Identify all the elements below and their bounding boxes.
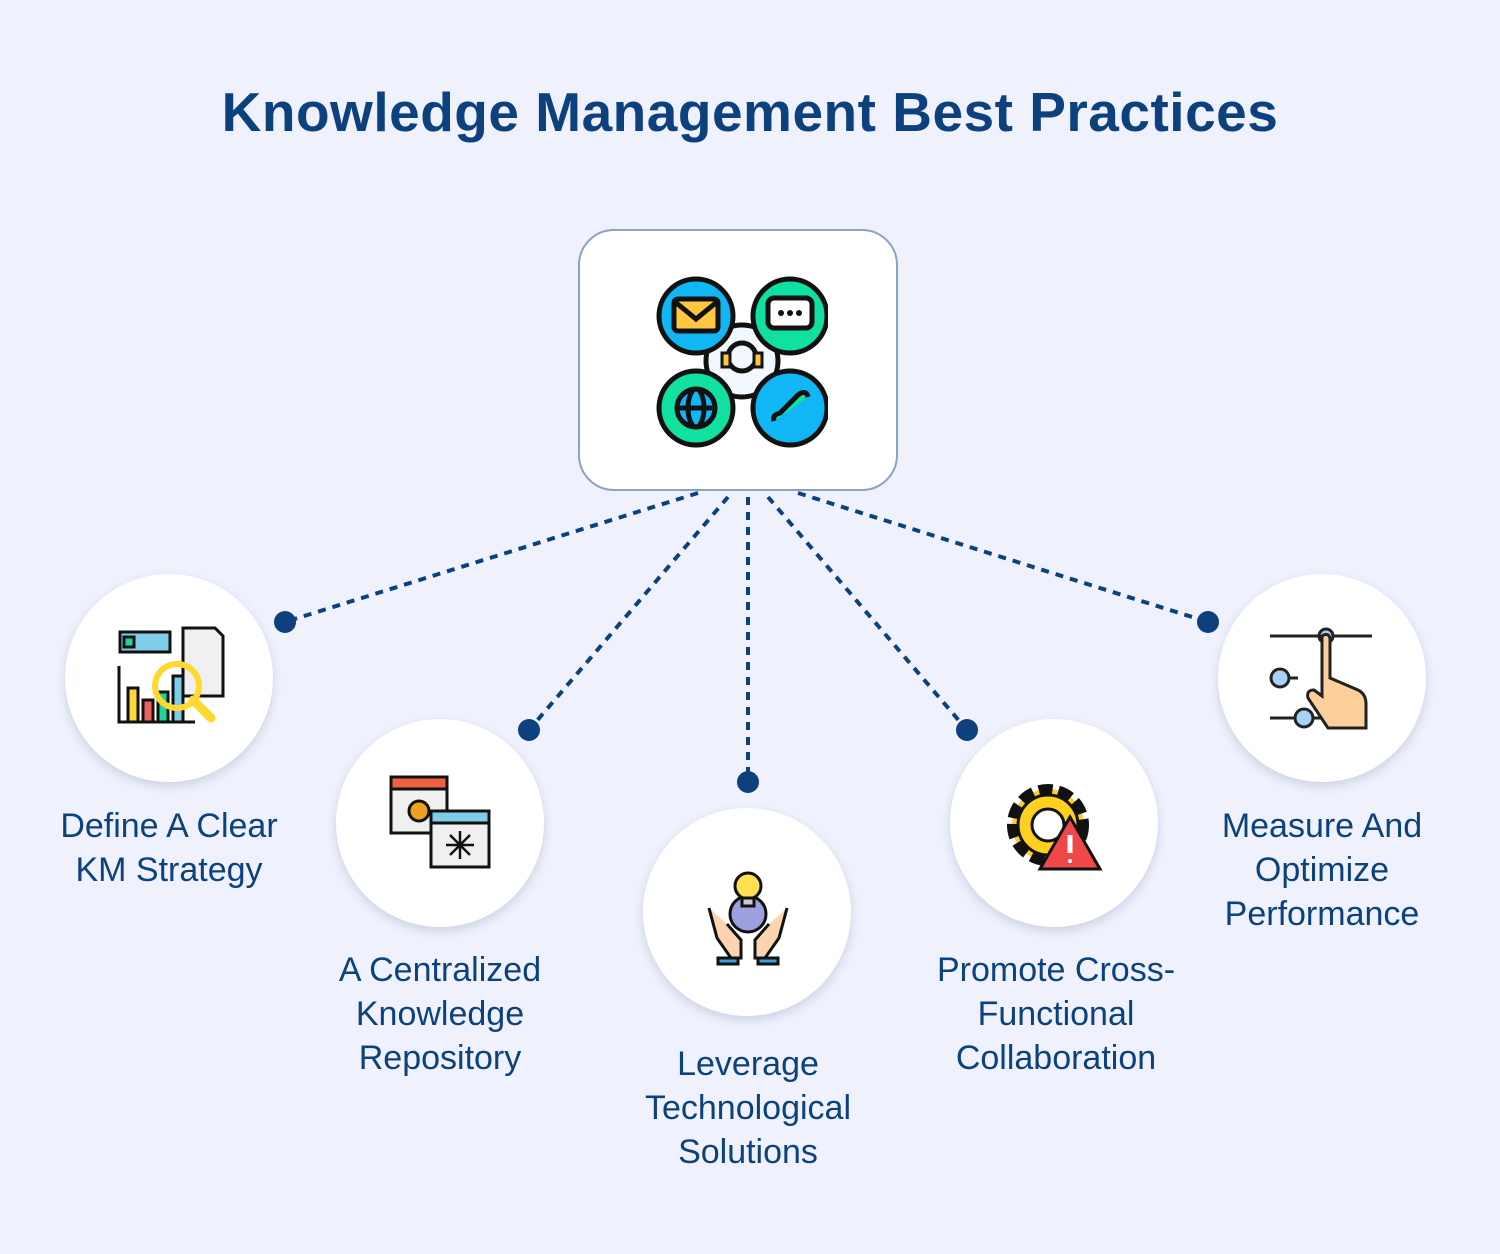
connector-1 <box>284 491 699 624</box>
label-line: Promote Cross- <box>936 951 1176 989</box>
connector-dot <box>274 611 296 633</box>
label-line: Measure And <box>1221 807 1423 845</box>
label-line: Knowledge <box>355 995 525 1033</box>
connector-2 <box>527 495 730 732</box>
label-line: Collaboration <box>955 1039 1157 1077</box>
practice-node-performance <box>1218 574 1426 782</box>
central-hub-card <box>578 229 898 491</box>
label-line: KM Strategy <box>75 851 263 889</box>
innovation-hands-icon <box>707 871 789 966</box>
practice-node-strategy <box>65 574 273 782</box>
label-line: Functional <box>977 995 1135 1033</box>
practice-label: Promote Cross- Functional Collaboration <box>906 948 1206 1080</box>
slider-controls-icon <box>1269 627 1372 730</box>
practice-node-repository <box>336 719 544 927</box>
label-line: Performance <box>1224 895 1420 933</box>
label-line: Optimize <box>1254 851 1390 889</box>
practice-label: A Centralized Knowledge Repository <box>290 948 590 1080</box>
connector-dot <box>956 719 978 741</box>
label-line: Leverage <box>677 1045 819 1083</box>
connector-dot <box>737 771 759 793</box>
report-analysis-icon <box>117 626 225 724</box>
connector-5 <box>797 491 1209 624</box>
label-line: Repository <box>358 1039 522 1077</box>
practice-label: Define A Clear KM Strategy <box>19 804 319 892</box>
connector-dot <box>1197 611 1219 633</box>
practice-node-technology <box>643 808 851 1016</box>
label-line: Define A Clear <box>60 807 278 845</box>
label-line: A Centralized <box>338 951 542 989</box>
practice-label: Leverage Technological Solutions <box>598 1042 898 1174</box>
label-line: Solutions <box>678 1133 818 1171</box>
practice-label: Measure And Optimize Performance <box>1172 804 1472 936</box>
gear-warning-icon <box>1007 784 1103 871</box>
customer-support-channels-icon <box>656 276 828 448</box>
label-line: Technological <box>644 1089 852 1127</box>
practice-node-collaboration <box>950 719 1158 927</box>
page-title: Knowledge Management Best Practices <box>221 81 1279 143</box>
connector-dot <box>518 719 540 741</box>
calendar-schedule-icon <box>389 775 491 869</box>
connector-4 <box>766 495 969 732</box>
